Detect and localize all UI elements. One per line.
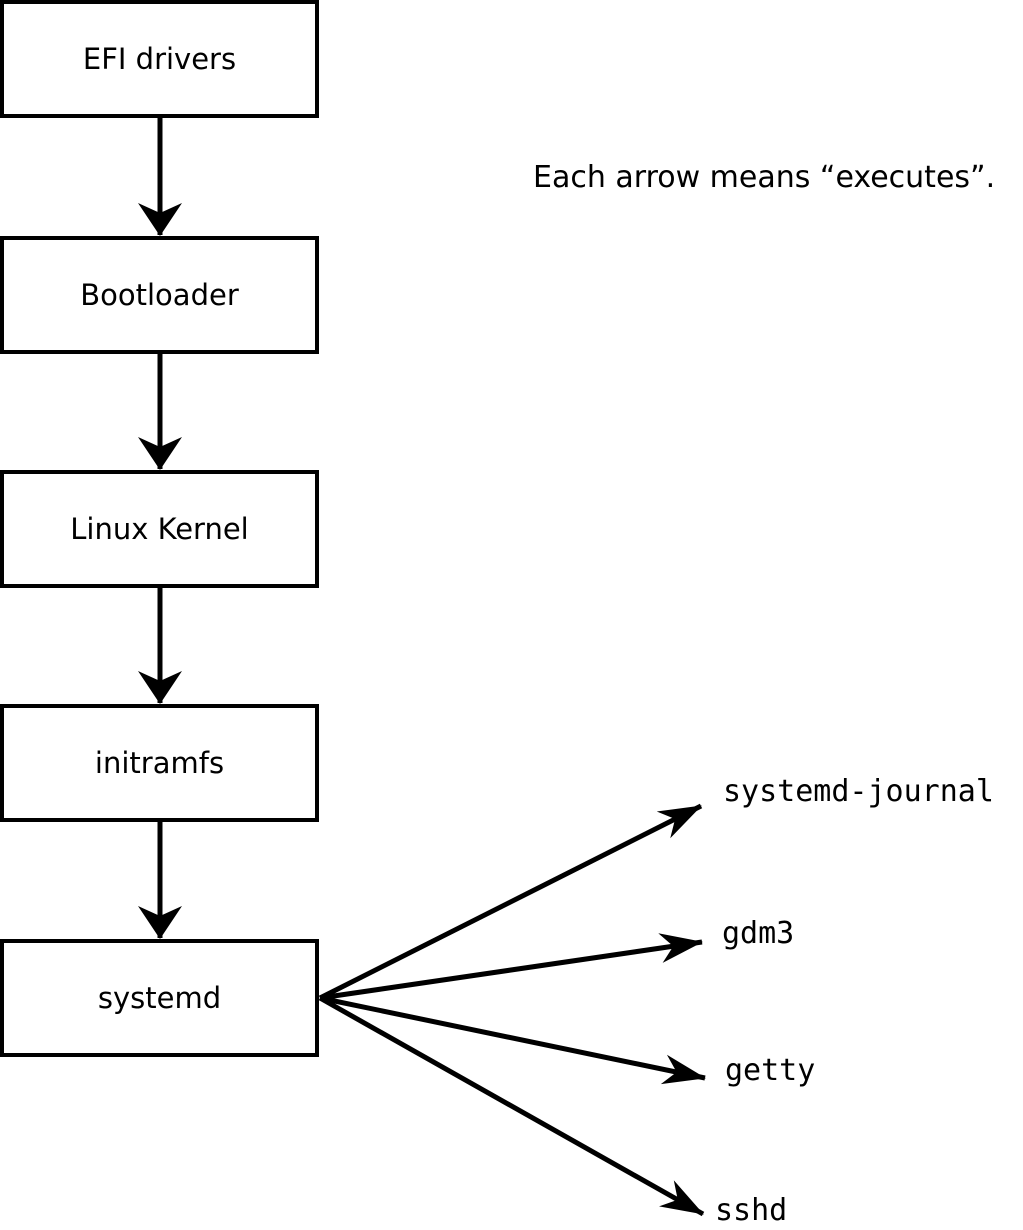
box-bootloader-label: Bootloader	[80, 277, 239, 312]
label-systemd-journal: systemd-journal	[723, 774, 994, 809]
box-initramfs: initramfs	[0, 704, 319, 822]
box-linux-kernel-label: Linux Kernel	[70, 511, 249, 546]
box-efi-drivers: EFI drivers	[0, 0, 319, 118]
box-systemd: systemd	[0, 939, 319, 1057]
label-sshd: sshd	[715, 1193, 788, 1228]
box-systemd-label: systemd	[97, 980, 222, 1015]
box-linux-kernel: Linux Kernel	[0, 470, 319, 588]
box-bootloader: Bootloader	[0, 236, 319, 354]
arrow-systemd-to-getty	[319, 995, 706, 1085]
arrow-systemd-to-journal	[318, 803, 703, 1001]
label-getty: getty	[725, 1053, 816, 1088]
arrow-systemd-to-sshd	[318, 995, 705, 1217]
arrow-systemd-to-gdm3	[319, 933, 703, 1001]
label-gdm3: gdm3	[722, 916, 795, 951]
arrow-meaning-note: Each arrow means “executes”.	[533, 160, 996, 195]
box-efi-drivers-label: EFI drivers	[82, 41, 237, 76]
box-initramfs-label: initramfs	[94, 745, 225, 780]
